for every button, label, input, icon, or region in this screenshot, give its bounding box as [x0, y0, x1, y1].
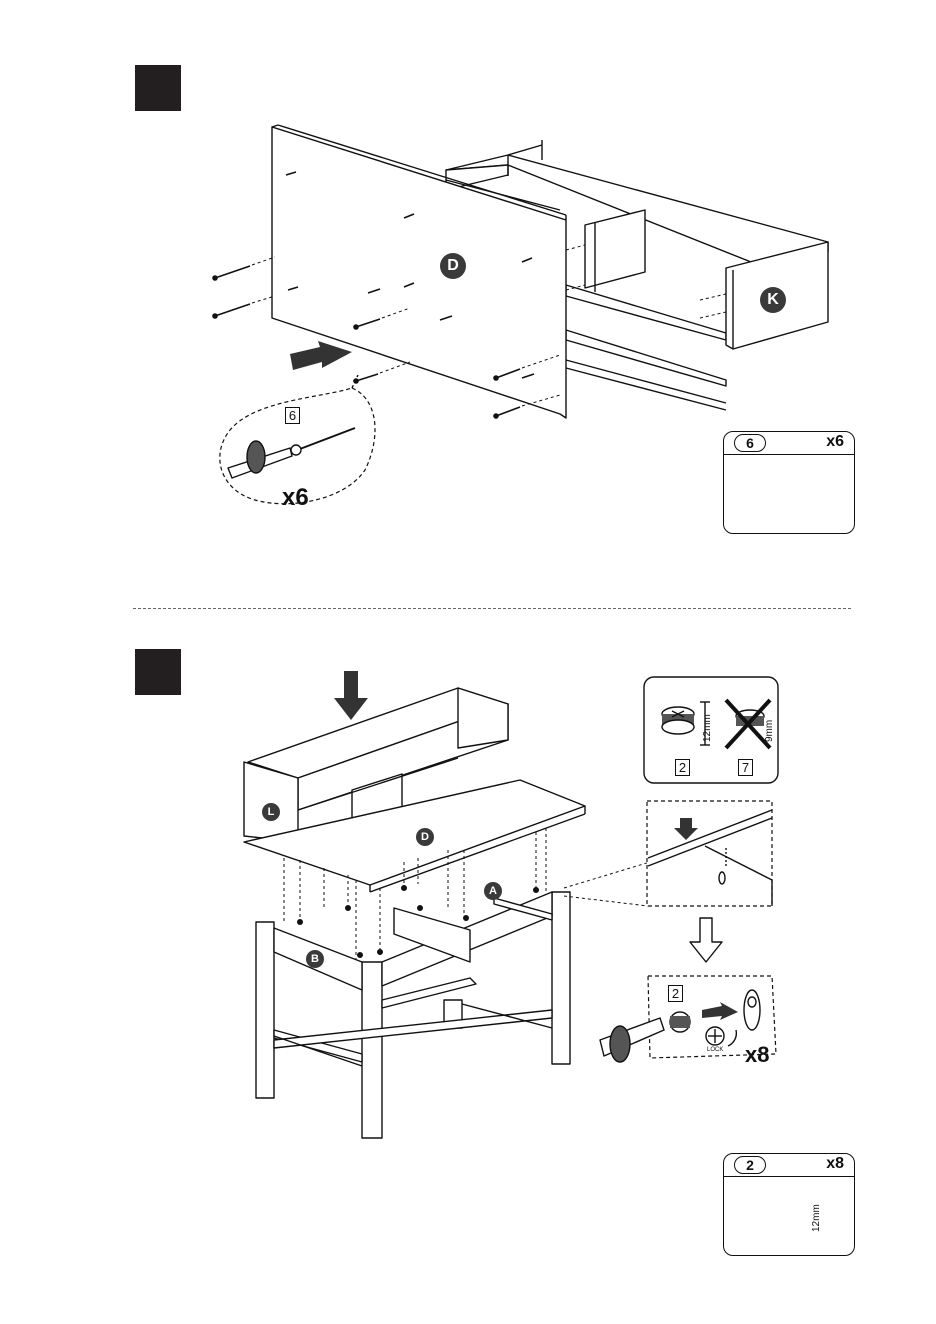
cam-detail-part-number: 2 [668, 985, 683, 1002]
detail-quantity: x6 [282, 484, 309, 512]
legend-part-number: 6 [734, 434, 766, 452]
panel-a-label: A [484, 882, 502, 900]
legend-quantity-2: x8 [826, 1155, 844, 1173]
hollow-down-arrow-icon [690, 918, 722, 962]
push-arrow-icon [290, 341, 352, 370]
panel-l-label: L [262, 803, 280, 821]
legend-header-2: 2 x8 [724, 1154, 854, 1177]
lock-text: LOCK [707, 1047, 723, 1053]
check-bad-dimension: 9mm [764, 720, 775, 742]
legend-cam-2: 2 x8 [723, 1153, 855, 1256]
legend-screw-6: 6 x6 [723, 431, 855, 534]
leg-front-left [256, 922, 274, 1098]
hutch-side-right [458, 688, 508, 748]
lower-rail [274, 1010, 552, 1048]
frame-bottom-rail [566, 285, 726, 340]
frame-bottom-rail-2 [566, 330, 726, 386]
legend-quantity: x6 [826, 433, 844, 451]
leg-back-right [552, 892, 570, 1064]
down-arrow-icon [334, 671, 368, 720]
leg-front-right [362, 962, 382, 1138]
detail-part-number: 6 [285, 407, 300, 424]
legend-header: 6 x6 [724, 432, 854, 455]
panel-b-label: B [306, 950, 324, 968]
cam-detail-quantity: x8 [745, 1042, 769, 1068]
check-bad-part: 7 [738, 759, 753, 776]
panel-k-label: K [760, 287, 786, 313]
zoom-detail-drawing [647, 801, 772, 906]
legend-part-number-2: 2 [734, 1156, 766, 1174]
check-ok-dimension: 12mm [702, 714, 713, 742]
panel-d-label-2: D [416, 828, 434, 846]
check-ok-part: 2 [675, 759, 690, 776]
frame-divider [585, 210, 645, 288]
panel-d-label: D [440, 253, 466, 279]
step2-drawing [244, 671, 650, 1138]
legend-dimension: 12mm [811, 1204, 822, 1232]
